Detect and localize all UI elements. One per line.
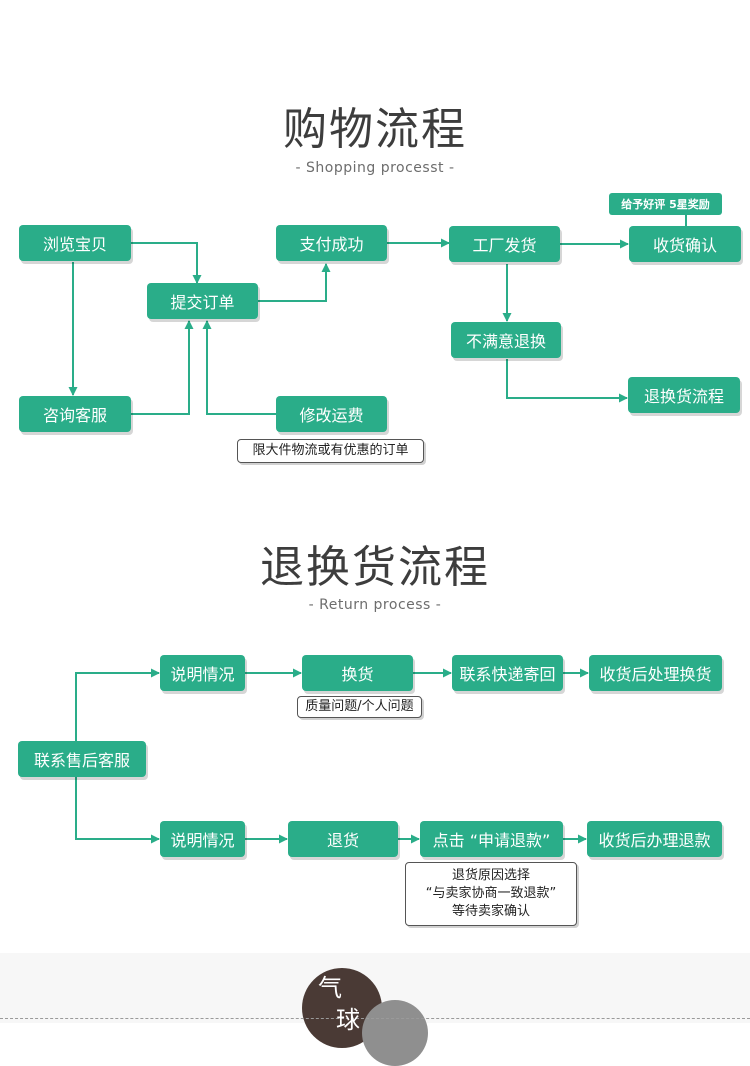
footer-dashed-line — [0, 1018, 750, 1019]
node-consult-service: 咨询客服 — [19, 396, 131, 432]
arrow-contact-to-explain-bottom — [75, 777, 160, 844]
footer-char-qiu: 球 — [336, 1006, 360, 1034]
refund-note-line2: “与卖家协商一致退款” — [425, 886, 557, 901]
refund-note-line1: 退货原因选择 — [451, 868, 530, 883]
shopping-subtitle: - Shopping processt - — [295, 160, 455, 176]
arrow-unsatisfied-to-return — [506, 359, 628, 403]
node-contact-service: 联系售后客服 — [18, 741, 146, 777]
five-star-badge: 给予好评 5星奖励 — [609, 193, 722, 215]
node-return-process: 退换货流程 — [628, 377, 740, 413]
arrow-submit-to-pay — [258, 263, 331, 302]
arrow-consult-to-submit — [131, 320, 194, 415]
node-contact-courier: 联系快递寄回 — [452, 655, 563, 691]
refund-note-line3: 等待卖家确认 — [451, 904, 530, 919]
node-click-refund: 点击 “申请退款” — [420, 821, 563, 857]
footer-char-qi: 气 — [318, 974, 342, 1002]
returns-subtitle: - Return process - — [308, 597, 442, 613]
arrow-modify-to-submit — [202, 320, 276, 415]
shopping-title: 购物流程 — [283, 104, 467, 155]
arrow-browse-to-submit — [131, 242, 202, 284]
refund-instructions-note: 退货原因选择 “与卖家协商一致退款” 等待卖家确认 — [405, 862, 577, 926]
node-unsatisfied-exchange: 不满意退换 — [451, 322, 561, 358]
node-receive-refund: 收货后办理退款 — [587, 821, 722, 857]
node-pay-success: 支付成功 — [276, 225, 387, 261]
node-receive-exchange: 收货后处理换货 — [589, 655, 722, 691]
flow-connectors — [68, 215, 687, 844]
returns-title: 退换货流程 — [260, 542, 490, 593]
exchange-reason-note: 质量问题/个人问题 — [297, 696, 422, 718]
node-return-goods: 退货 — [288, 821, 398, 857]
node-modify-shipping: 修改运费 — [276, 396, 387, 432]
node-exchange: 换货 — [302, 655, 413, 691]
node-explain-top: 说明情况 — [160, 655, 245, 691]
footer-circle-grey — [362, 1000, 428, 1066]
node-browse: 浏览宝贝 — [19, 225, 131, 261]
node-factory-ship: 工厂发货 — [449, 226, 560, 262]
node-confirm-receipt: 收货确认 — [629, 226, 741, 262]
arrow-contact-to-explain-top — [75, 668, 160, 741]
large-logistics-note: 限大件物流或有优惠的订单 — [237, 439, 424, 463]
node-explain-bottom: 说明情况 — [160, 821, 245, 857]
node-submit-order: 提交订单 — [147, 283, 258, 319]
